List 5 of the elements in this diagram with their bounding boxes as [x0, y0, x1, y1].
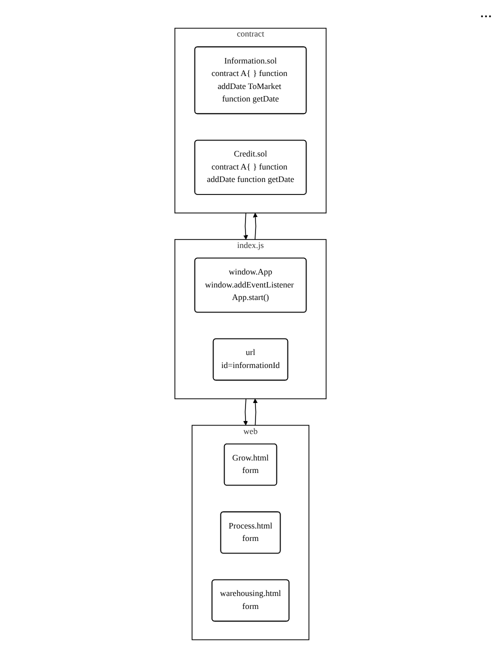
- ellipsis-note: ...: [480, 4, 492, 21]
- arrow: [252, 212, 258, 240]
- arrow: [252, 398, 258, 426]
- arrow: [242, 398, 248, 426]
- arrow: [242, 212, 248, 240]
